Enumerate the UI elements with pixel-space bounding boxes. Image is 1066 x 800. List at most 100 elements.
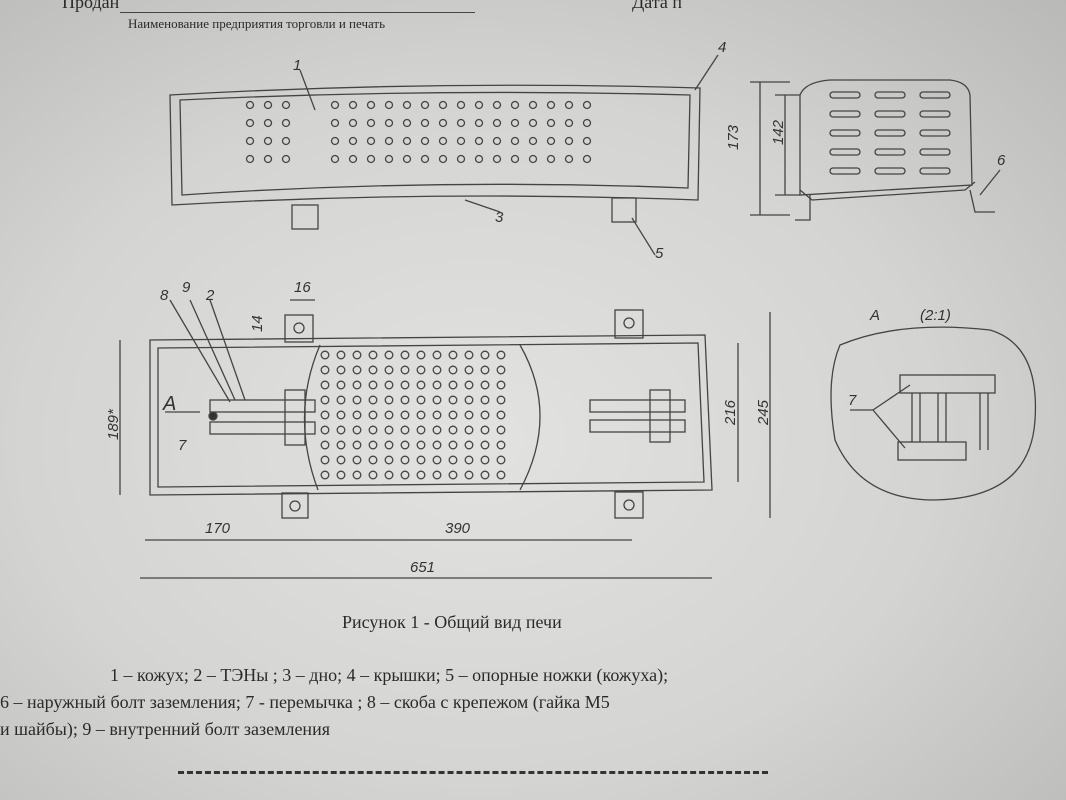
perforation-hole	[432, 410, 442, 420]
perforation-hole	[384, 440, 394, 450]
callout-9: 9	[182, 279, 191, 296]
dim-170: 170	[205, 520, 231, 537]
perforation-hole	[384, 395, 394, 405]
perforation-hole	[438, 154, 448, 164]
perforation-hole	[402, 136, 412, 146]
perforation-hole	[496, 365, 506, 375]
perforation-hole	[448, 455, 458, 465]
perforation-hole	[400, 395, 410, 405]
perforation-hole	[348, 154, 358, 164]
dim-216: 216	[722, 399, 739, 426]
dim-16: 16	[294, 279, 311, 296]
perforation-hole	[480, 470, 490, 480]
perforation-hole	[564, 136, 574, 146]
perforation-hole	[464, 440, 474, 450]
perforation-hole	[416, 455, 426, 465]
perforation-hole	[496, 380, 506, 390]
perforation-hole	[352, 410, 362, 420]
perforation-hole	[352, 365, 362, 375]
perforation-hole	[384, 365, 394, 375]
perforation-hole	[496, 395, 506, 405]
perforation-hole	[564, 154, 574, 164]
callout-7: 7	[178, 437, 187, 454]
perforation-hole	[320, 455, 330, 465]
perforation-hole	[416, 380, 426, 390]
vent-slot	[874, 110, 906, 118]
dim-173: 173	[725, 124, 742, 150]
perforation-hole	[456, 154, 466, 164]
perforation-hole	[245, 118, 255, 128]
perforation-hole	[496, 410, 506, 420]
legend-line-3: и шайбы); 9 – внутренний болт заземления	[0, 719, 330, 739]
legend-line-2: 6 – наружный болт заземления; 7 - перемы…	[0, 692, 610, 712]
callout-1: 1	[293, 57, 301, 74]
vent-slot	[919, 110, 951, 118]
perforation-hole	[480, 410, 490, 420]
perforation-hole	[384, 154, 394, 164]
perforation-hole	[384, 118, 394, 128]
perforation-hole	[416, 425, 426, 435]
perforation-hole	[281, 100, 291, 110]
perforation-hole	[368, 410, 378, 420]
perforation-hole	[448, 395, 458, 405]
perforation-hole	[564, 118, 574, 128]
perforation-hole	[402, 154, 412, 164]
perforation-hole	[402, 118, 412, 128]
perforation-hole	[336, 425, 346, 435]
perforation-hole	[496, 440, 506, 450]
detail-label-a: A	[869, 307, 880, 324]
perforation-hole	[456, 136, 466, 146]
vent-slot	[829, 110, 861, 118]
perforation-hole	[320, 350, 330, 360]
perforation-hole	[464, 470, 474, 480]
vent-slot	[874, 148, 906, 156]
perforation-hole	[348, 100, 358, 110]
perforation-hole	[582, 100, 592, 110]
section-label-a: A	[162, 393, 176, 415]
perforation-hole	[432, 395, 442, 405]
front-view	[169, 84, 701, 230]
perforation-hole	[546, 136, 556, 146]
dim-390: 390	[445, 520, 471, 537]
detail-callout-7: 7	[848, 392, 857, 409]
perforation-hole	[263, 118, 273, 128]
perforation-hole	[245, 100, 255, 110]
perforation-hole	[416, 410, 426, 420]
perforation-hole	[528, 100, 538, 110]
perforation-hole	[320, 470, 330, 480]
sold-caption: Наименование предприятия торговли и печа…	[128, 16, 386, 31]
perforation-hole	[320, 410, 330, 420]
perforation-hole	[420, 154, 430, 164]
callout-4: 4	[718, 39, 726, 56]
vent-slot	[874, 167, 906, 175]
perforation-hole	[496, 350, 506, 360]
plan-view	[119, 299, 771, 579]
perforation-hole	[492, 154, 502, 164]
side-view	[750, 79, 995, 221]
perforation-hole	[464, 350, 474, 360]
perforation-hole	[320, 365, 330, 375]
perforation-hole	[366, 136, 376, 146]
perforation-hole	[464, 380, 474, 390]
perforation-hole	[368, 380, 378, 390]
perforation-hole	[384, 470, 394, 480]
perforation-hole	[384, 136, 394, 146]
vent-slot	[874, 91, 906, 99]
perforation-hole	[368, 350, 378, 360]
perforation-hole	[400, 440, 410, 450]
perforation-hole	[336, 350, 346, 360]
perforation-hole	[368, 395, 378, 405]
perforation-hole	[352, 380, 362, 390]
perforation-hole	[330, 118, 340, 128]
cut-line	[178, 771, 768, 774]
perforation-hole	[368, 425, 378, 435]
perforation-hole	[348, 136, 358, 146]
perforation-hole	[263, 136, 273, 146]
vent-slot	[829, 148, 861, 156]
perforation-hole	[400, 380, 410, 390]
perforation-hole	[492, 100, 502, 110]
figure-caption: Рисунок 1 - Общий вид печи	[342, 612, 562, 632]
perforation-hole	[281, 154, 291, 164]
perforation-hole	[432, 365, 442, 375]
perforation-hole	[448, 440, 458, 450]
